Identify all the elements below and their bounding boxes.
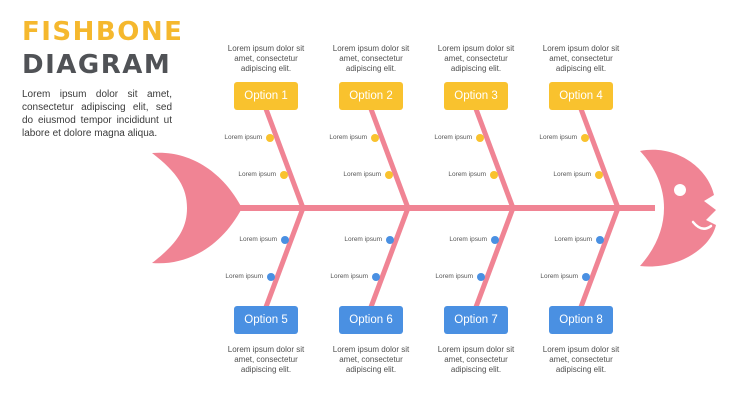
bone-label: Lorem ipsum [330, 273, 368, 280]
fish-eye [674, 184, 686, 196]
fish-mouth [691, 220, 713, 230]
bone-label: Lorem ipsum [343, 171, 381, 178]
option-6-box: Option 6 [339, 306, 403, 334]
option-5-description: Lorem ipsum dolor sit amet, consectetur … [227, 345, 305, 374]
option-2-description: Lorem ipsum dolor sit amet, consectetur … [332, 44, 410, 73]
bone-label: Lorem ipsum [344, 236, 382, 243]
option-2-box: Option 2 [339, 82, 403, 110]
option-1-description: Lorem ipsum dolor sit amet, consectetur … [227, 44, 305, 73]
option-7-description: Lorem ipsum dolor sit amet, consectetur … [437, 345, 515, 374]
option-3-box: Option 3 [444, 82, 508, 110]
bone-dots [266, 134, 604, 281]
bone-label: Lorem ipsum [449, 236, 487, 243]
option-8-box: Option 8 [549, 306, 613, 334]
intro-paragraph: Lorem ipsum dolor sit amet, consectetur … [22, 89, 172, 139]
option-8-description: Lorem ipsum dolor sit amet, consectetur … [542, 345, 620, 374]
option-5-box: Option 5 [234, 306, 298, 334]
option-6-description: Lorem ipsum dolor sit amet, consectetur … [332, 345, 410, 374]
option-4-box: Option 4 [549, 82, 613, 110]
bone-label: Lorem ipsum [435, 273, 473, 280]
bone-label: Lorem ipsum [553, 171, 591, 178]
bone-label: Lorem ipsum [224, 134, 262, 141]
bone-label: Lorem ipsum [554, 236, 592, 243]
option-4-description: Lorem ipsum dolor sit amet, consectetur … [542, 44, 620, 73]
bone-label: Lorem ipsum [239, 236, 277, 243]
bone-label: Lorem ipsum [448, 171, 486, 178]
bone-label: Lorem ipsum [225, 273, 263, 280]
bone-label: Lorem ipsum [539, 134, 577, 141]
bone-label: Lorem ipsum [329, 134, 367, 141]
fish-bones [263, 106, 621, 310]
option-1-box: Option 1 [234, 82, 298, 110]
bone-label: Lorem ipsum [238, 171, 276, 178]
fish-tail [152, 152, 242, 264]
diagram-title-line2: DIAGRAM [22, 50, 172, 80]
bone-label: Lorem ipsum [434, 134, 472, 141]
diagram-title-line1: FISHBONE [22, 17, 184, 47]
bone-label: Lorem ipsum [540, 273, 578, 280]
fish-head [640, 149, 716, 267]
option-3-description: Lorem ipsum dolor sit amet, consectetur … [437, 44, 515, 73]
option-7-box: Option 7 [444, 306, 508, 334]
